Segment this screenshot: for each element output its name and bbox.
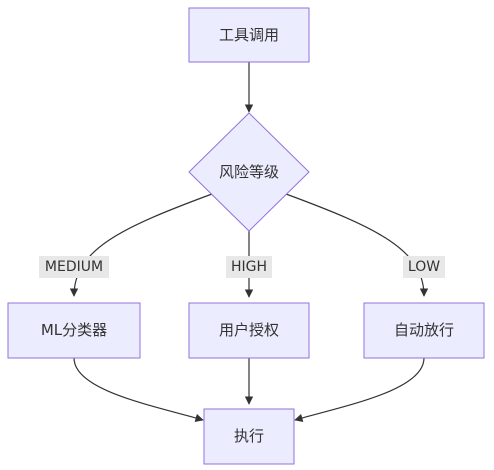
edge-ml-to-execute bbox=[73, 357, 204, 422]
edge-label-low: LOW bbox=[403, 256, 445, 278]
edge-label-low-text: LOW bbox=[408, 259, 440, 275]
node-auto-allow: 自动放行 bbox=[363, 302, 485, 359]
edge-risk-to-ml bbox=[69, 193, 213, 297]
node-auto-allow-label: 自动放行 bbox=[394, 321, 454, 339]
edge-label-high: HIGH bbox=[226, 256, 272, 278]
node-risk-level: 风险等级 bbox=[188, 112, 310, 232]
edge-label-medium: MEDIUM bbox=[39, 256, 109, 278]
node-user-auth: 用户授权 bbox=[188, 302, 310, 359]
node-user-auth-label: 用户授权 bbox=[219, 321, 279, 339]
node-ml-classifier: ML分类器 bbox=[7, 302, 141, 359]
edge-label-high-text: HIGH bbox=[231, 259, 267, 275]
node-execute: 执行 bbox=[203, 408, 295, 465]
edge-auto-to-execute bbox=[294, 357, 425, 422]
node-tool-call: 工具调用 bbox=[188, 7, 310, 63]
node-risk-level-label: 风险等级 bbox=[219, 163, 279, 181]
node-ml-classifier-label: ML分类器 bbox=[41, 321, 107, 339]
edge-label-medium-text: MEDIUM bbox=[45, 259, 103, 275]
edge-risk-to-auto bbox=[285, 193, 429, 297]
node-tool-call-label: 工具调用 bbox=[219, 26, 279, 44]
node-execute-label: 执行 bbox=[234, 427, 264, 445]
